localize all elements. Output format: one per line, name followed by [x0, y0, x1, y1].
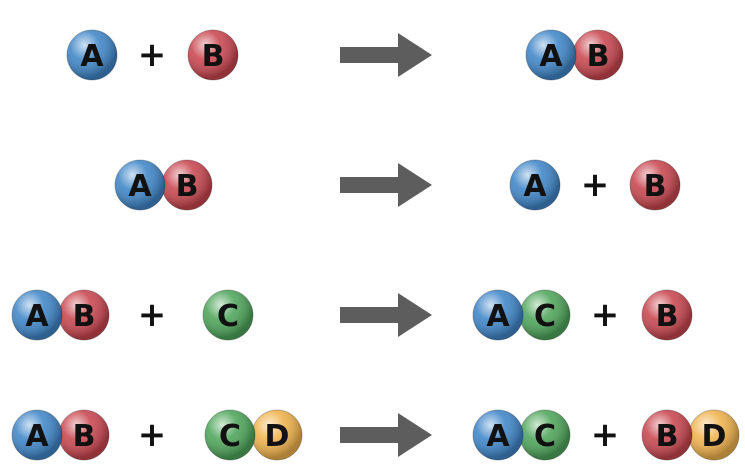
products: A B +: [509, 159, 681, 211]
atom-b: B: [572, 29, 624, 81]
reactants: BA DC +: [11, 409, 303, 461]
free-atom-a: A: [66, 29, 118, 81]
molecule-ab: BA: [11, 409, 110, 461]
atom-label: A: [128, 169, 152, 204]
atom-label: D: [702, 419, 727, 454]
atom-label: A: [523, 169, 547, 204]
atom-label: A: [486, 419, 510, 454]
plus-sign: +: [591, 295, 620, 335]
free-atom-a: A: [509, 159, 561, 211]
atom-c: C: [519, 289, 571, 341]
atom-a: A: [472, 289, 524, 341]
atom-label: B: [73, 419, 96, 454]
free-atom-b: B: [187, 29, 239, 81]
products: CA B +: [472, 289, 693, 341]
reaction-arrow: [340, 163, 432, 207]
atom-b: B: [58, 289, 110, 341]
atom-d: D: [251, 409, 303, 461]
atom-a: A: [472, 409, 524, 461]
free-atom-b: B: [641, 289, 693, 341]
reaction-arrow: [340, 293, 432, 337]
atom-label: B: [644, 169, 667, 204]
molecule-ab: BA: [114, 159, 213, 211]
plus-sign: +: [138, 295, 167, 335]
atom-c: C: [202, 289, 254, 341]
atom-a: A: [11, 289, 63, 341]
atom-label: C: [534, 419, 556, 454]
atom-c: C: [204, 409, 256, 461]
atom-label: D: [265, 419, 290, 454]
atom-label: B: [587, 39, 610, 74]
products: CA DB +: [472, 409, 740, 461]
atom-b: B: [629, 159, 681, 211]
products: BA: [525, 29, 624, 81]
atom-label: C: [217, 299, 239, 334]
atom-d: D: [688, 409, 740, 461]
atom-label: A: [539, 39, 563, 74]
molecule-ab: BA: [11, 289, 110, 341]
atom-label: A: [486, 299, 510, 334]
atom-label: C: [219, 419, 241, 454]
plus-sign: +: [138, 415, 167, 455]
atom-c: C: [519, 409, 571, 461]
molecule-bd: DB: [641, 409, 740, 461]
atom-label: C: [534, 299, 556, 334]
atom-a: A: [11, 409, 63, 461]
atom-label: A: [80, 39, 104, 74]
atom-b: B: [641, 289, 693, 341]
free-atom-b: B: [629, 159, 681, 211]
molecule-cd: DC: [204, 409, 303, 461]
plus-sign: +: [138, 35, 167, 75]
molecule-ac: CA: [472, 289, 571, 341]
molecule-ab: BA: [525, 29, 624, 81]
reaction-arrow: [340, 413, 432, 457]
reactants: BA C +: [11, 289, 254, 341]
plus-sign: +: [591, 415, 620, 455]
atom-a: A: [509, 159, 561, 211]
atom-b: B: [58, 409, 110, 461]
reactants: BA: [114, 159, 213, 211]
atom-a: A: [525, 29, 577, 81]
atom-label: B: [202, 39, 225, 74]
atom-label: B: [73, 299, 96, 334]
atom-label: B: [656, 299, 679, 334]
atom-b: B: [187, 29, 239, 81]
free-atom-c: C: [202, 289, 254, 341]
atom-label: A: [25, 299, 49, 334]
molecule-ac: CA: [472, 409, 571, 461]
atom-b: B: [641, 409, 693, 461]
plus-sign: +: [581, 165, 610, 205]
atom-a: A: [114, 159, 166, 211]
atom-b: B: [161, 159, 213, 211]
atom-a: A: [66, 29, 118, 81]
reaction-arrow: [340, 33, 432, 77]
atom-label: A: [25, 419, 49, 454]
atom-label: B: [656, 419, 679, 454]
reactants: A B +: [66, 29, 239, 81]
atom-label: B: [176, 169, 199, 204]
